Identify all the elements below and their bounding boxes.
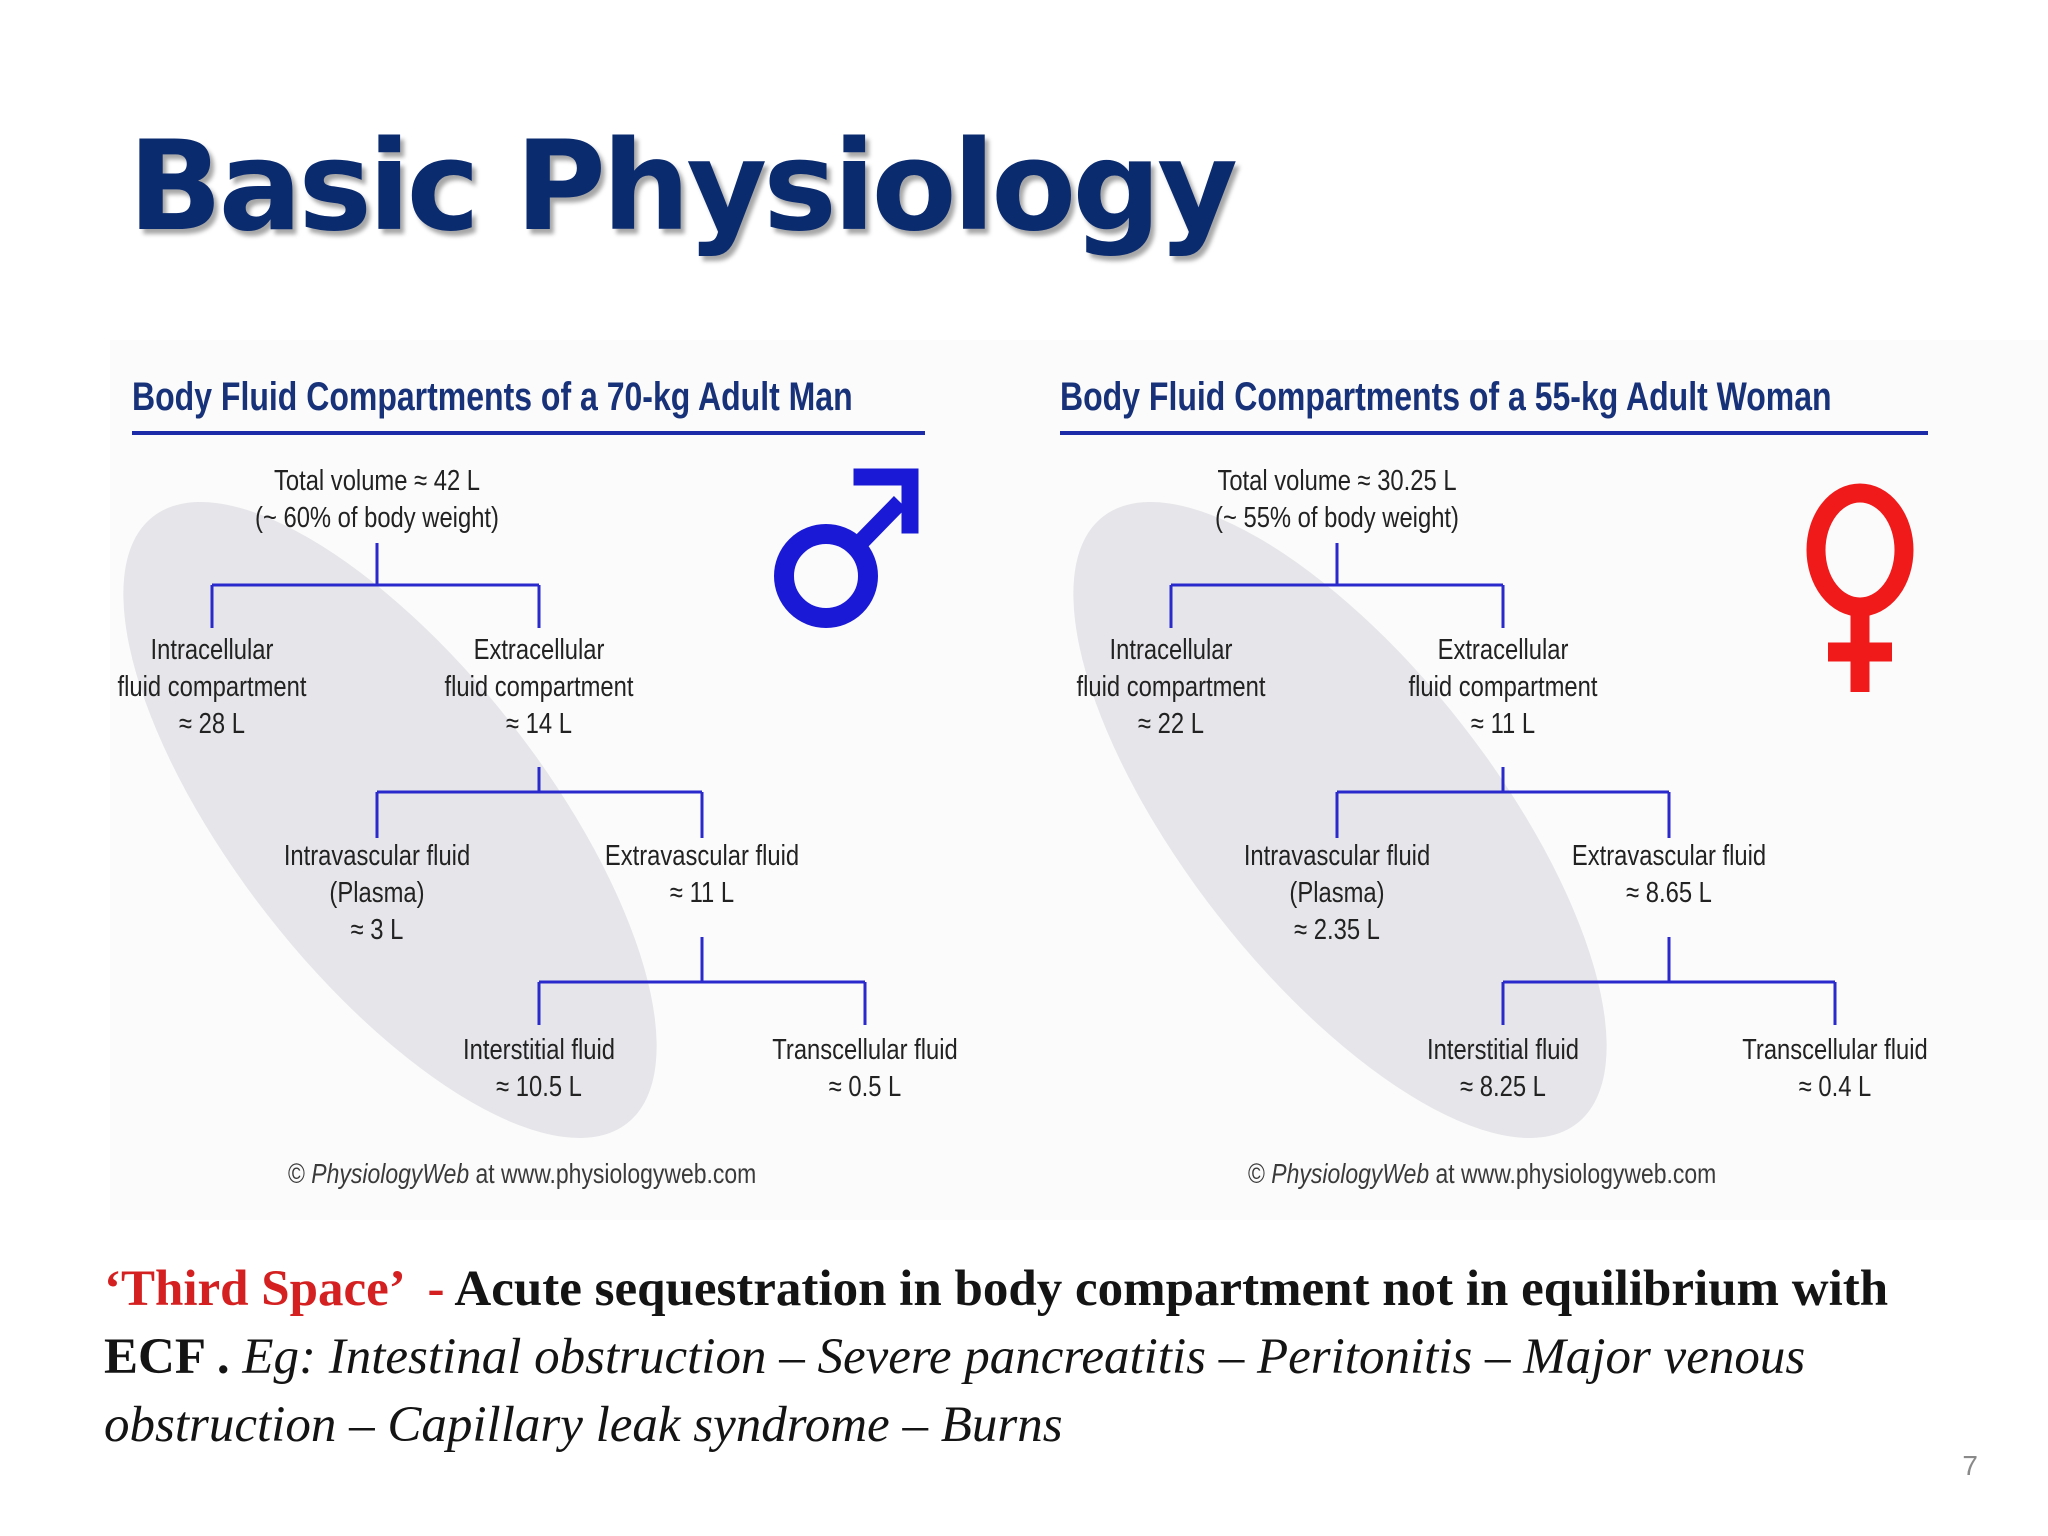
female-symbol-icon: [1806, 483, 1914, 692]
intracellular-highlight-ellipse: [123, 501, 657, 1139]
extracellular-node: Extracellular fluid compartment ≈ 14 L: [444, 634, 634, 740]
intravascular-node: Intravascular fluid (Plasma) ≈ 2.35 L: [1243, 840, 1431, 946]
third-space-note: ‘Third Space’ - Acute sequestration in b…: [104, 1255, 1934, 1459]
third-space-definition: Acute sequestration in body compartment …: [104, 1261, 1889, 1385]
figure-female-compartments: Body Fluid Compartments of a 55-kg Adult…: [1060, 340, 2048, 1220]
third-space-term: ‘Third Space’: [104, 1261, 402, 1317]
intracellular-node: Intracellular fluid compartment ≈ 28 L: [117, 634, 307, 740]
page-number: 7: [1962, 1450, 1978, 1481]
total-volume-node: Total volume ≈ 42 L (~ 60% of body weigh…: [255, 465, 499, 534]
interstitial-node: Interstitial fluid ≈ 8.25 L: [1427, 1034, 1579, 1103]
intracellular-highlight-ellipse: [1073, 501, 1607, 1139]
slide-title: Basic Physiology: [128, 115, 1238, 259]
transcellular-node: Transcellular fluid ≈ 0.4 L: [1742, 1034, 1928, 1103]
figure-credit: © PhysiologyWeb at www.physiologyweb.com: [1248, 1158, 1717, 1189]
compartment-tree-diagram: [1060, 431, 1928, 1139]
figure-male-compartments: Body Fluid Compartments of a 70-kg Adult…: [110, 340, 1115, 1220]
tree-connectors: [1169, 543, 1837, 1025]
transcellular-node: Transcellular fluid ≈ 0.5 L: [772, 1034, 958, 1103]
extravascular-node: Extravascular fluid ≈ 8.65 L: [1571, 840, 1767, 909]
interstitial-node: Interstitial fluid ≈ 10.5 L: [463, 1034, 615, 1103]
extravascular-node: Extravascular fluid ≈ 11 L: [604, 840, 800, 909]
intracellular-node: Intracellular fluid compartment ≈ 22 L: [1076, 634, 1266, 740]
male-symbol-icon: [774, 468, 919, 628]
note-dash: -: [401, 1261, 455, 1317]
extracellular-node: Extracellular fluid compartment ≈ 11 L: [1408, 634, 1598, 740]
compartment-tree-diagram: [123, 431, 925, 1139]
figure-title: Body Fluid Compartments of a 70-kg Adult…: [132, 375, 853, 419]
figure-credit: © PhysiologyWeb at www.physiologyweb.com: [288, 1158, 757, 1189]
third-space-examples: Eg: Intestinal obstruction – Severe panc…: [104, 1329, 1806, 1453]
tree-connectors: [210, 543, 867, 1025]
total-volume-node: Total volume ≈ 30.25 L (~ 55% of body we…: [1215, 465, 1459, 534]
intravascular-node: Intravascular fluid (Plasma) ≈ 3 L: [283, 840, 471, 946]
figure-title: Body Fluid Compartments of a 55-kg Adult…: [1060, 375, 1832, 419]
